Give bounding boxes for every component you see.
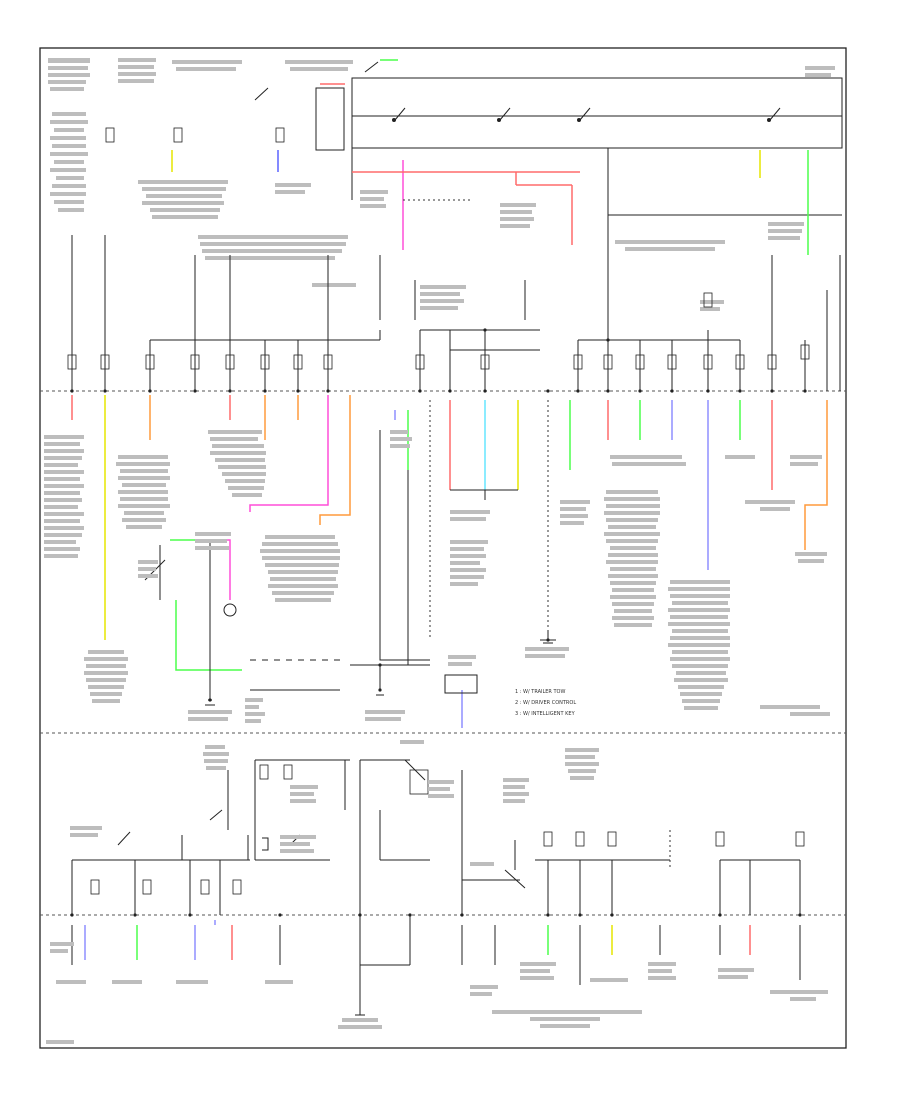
ground-icon xyxy=(205,639,556,1016)
connector-dots xyxy=(70,328,807,917)
middle-label-blocks xyxy=(44,430,830,723)
legend-item-3: 3 : W/ INTELLIGENT KEY xyxy=(515,711,576,717)
relay-switches xyxy=(254,61,781,122)
colored-wires-middle xyxy=(71,395,828,728)
bottom-fuses xyxy=(90,764,805,895)
component-label-blocks xyxy=(48,58,835,311)
fuses-top-row xyxy=(67,127,810,370)
bottom-label-blocks xyxy=(46,740,828,1044)
relay-block xyxy=(315,77,843,255)
legend-item-2: 2 : W/ DRIVER CONTROL xyxy=(515,700,576,706)
fuse-feed-lines xyxy=(71,235,841,391)
bottom-black-lines xyxy=(71,759,801,1015)
colored-wires-bottom xyxy=(84,920,751,960)
diagram-border xyxy=(39,47,847,1049)
legend: 1 : W/ TRAILER TOW 2 : W/ DRIVER CONTROL… xyxy=(515,689,576,717)
colored-wires-top xyxy=(171,59,809,255)
legend-item-1: 1 : W/ TRAILER TOW xyxy=(515,689,565,695)
dashed-markers xyxy=(403,199,671,870)
